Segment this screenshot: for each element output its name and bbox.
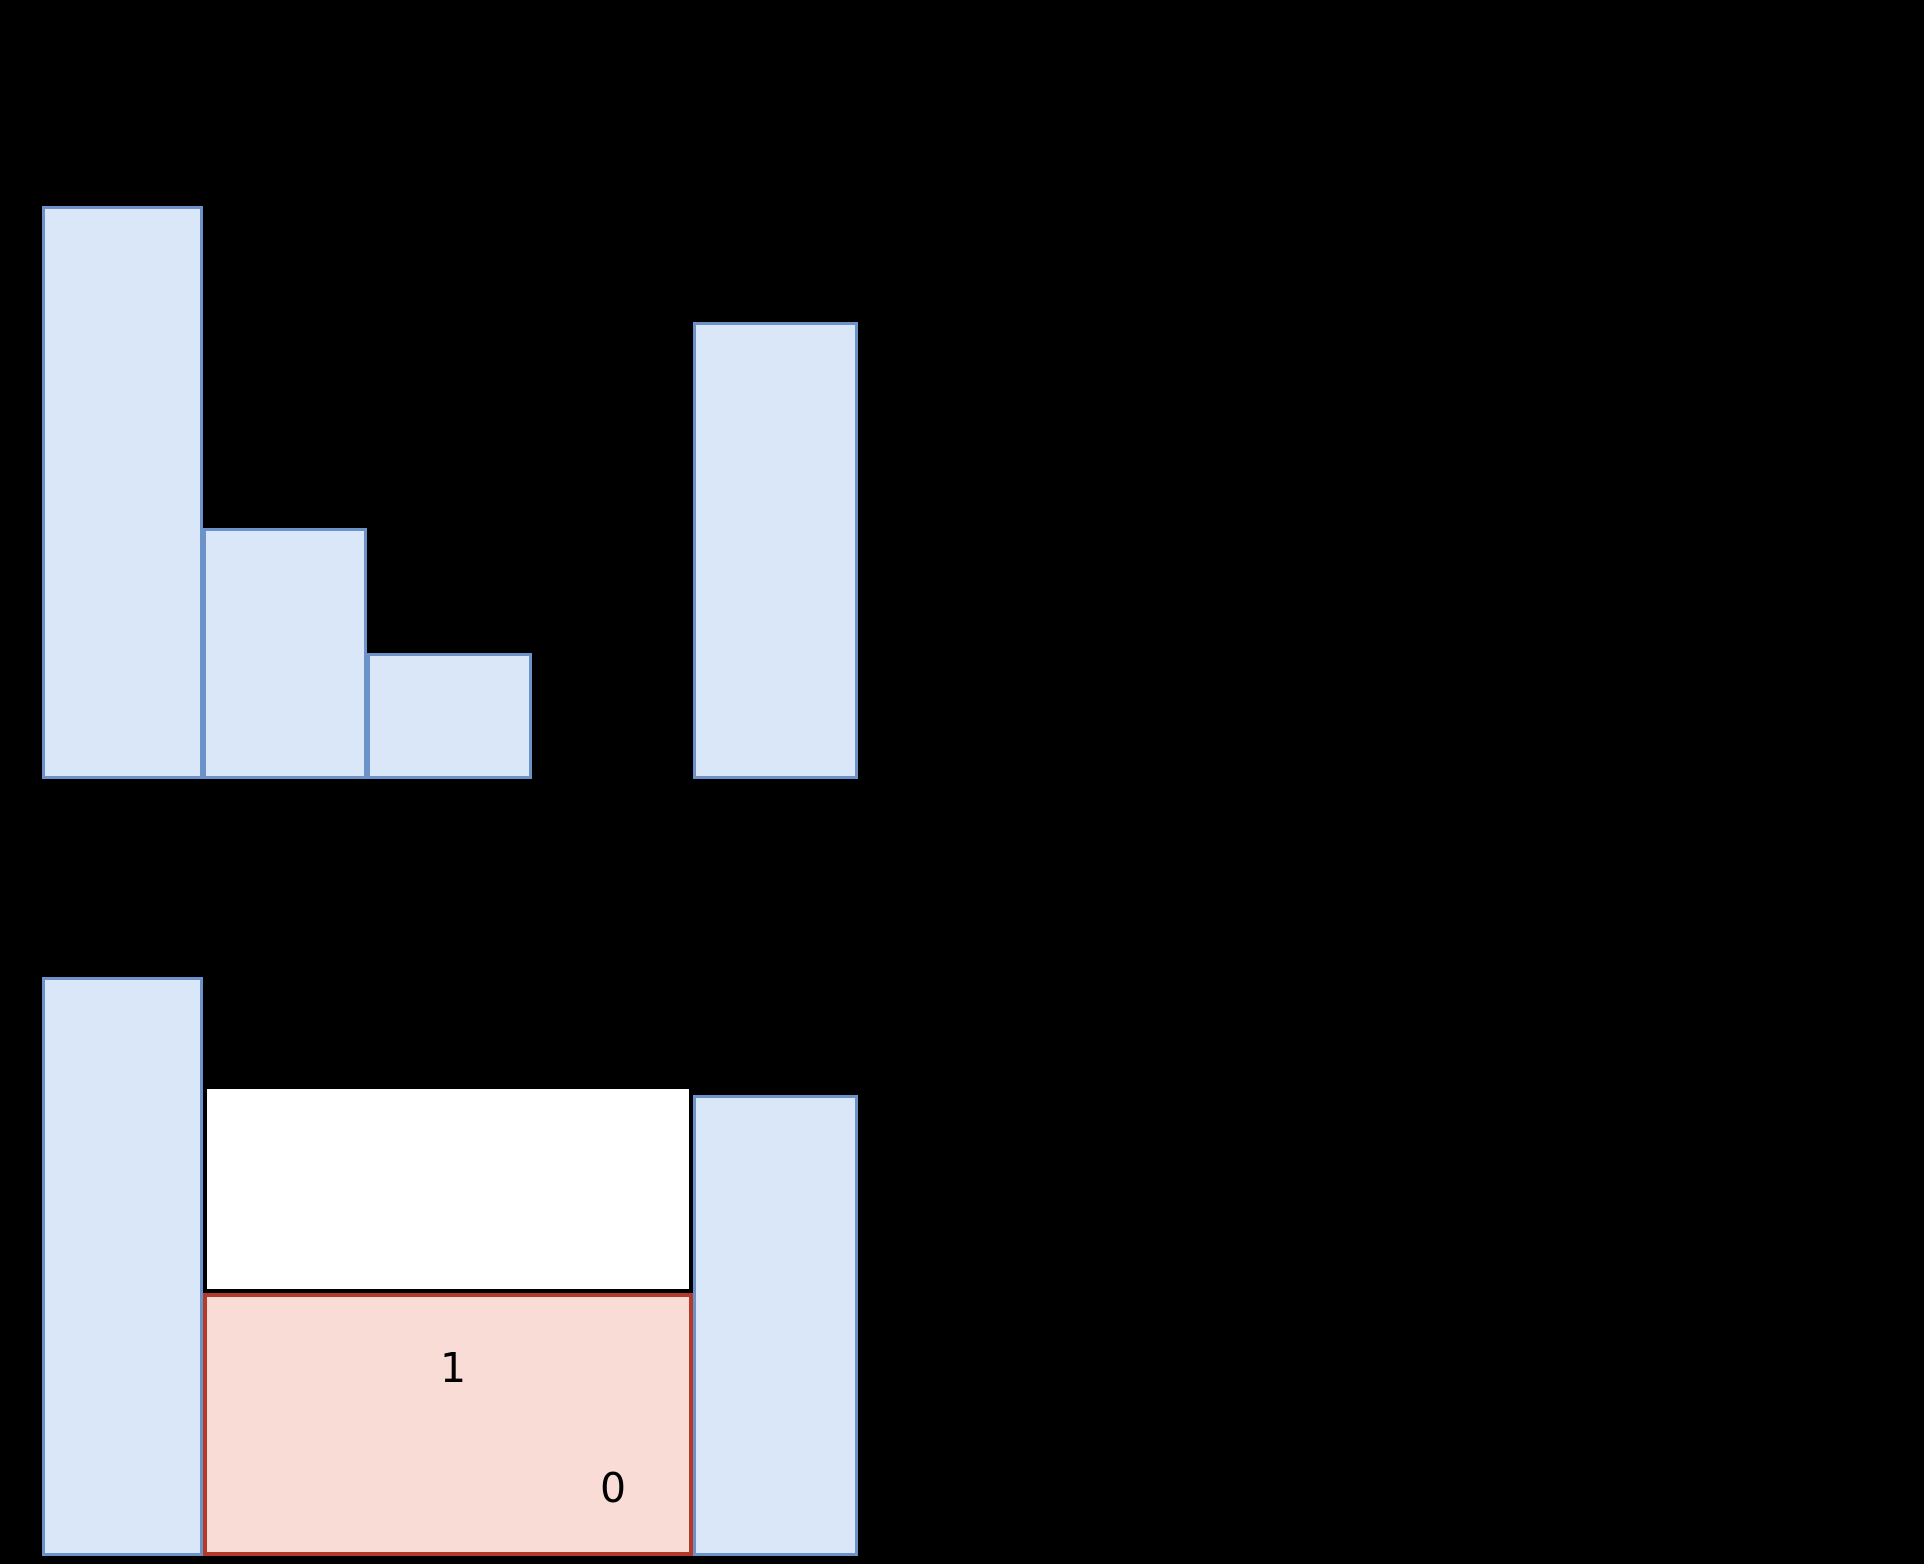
top-panel <box>42 206 858 779</box>
top-panel-bar-4 <box>693 322 858 779</box>
bottom-panel-bar-4 <box>693 1095 858 1556</box>
top-panel-bar-3 <box>367 653 532 779</box>
label-zero: 0 <box>600 1464 627 1512</box>
bottom-panel-highlight-box <box>203 1293 693 1556</box>
top-panel-bar-1 <box>42 206 203 779</box>
bottom-panel-white-box <box>203 1085 693 1293</box>
bottom-panel-bar-1 <box>42 977 203 1556</box>
label-one: 1 <box>440 1344 467 1392</box>
top-panel-bar-2 <box>203 528 367 779</box>
